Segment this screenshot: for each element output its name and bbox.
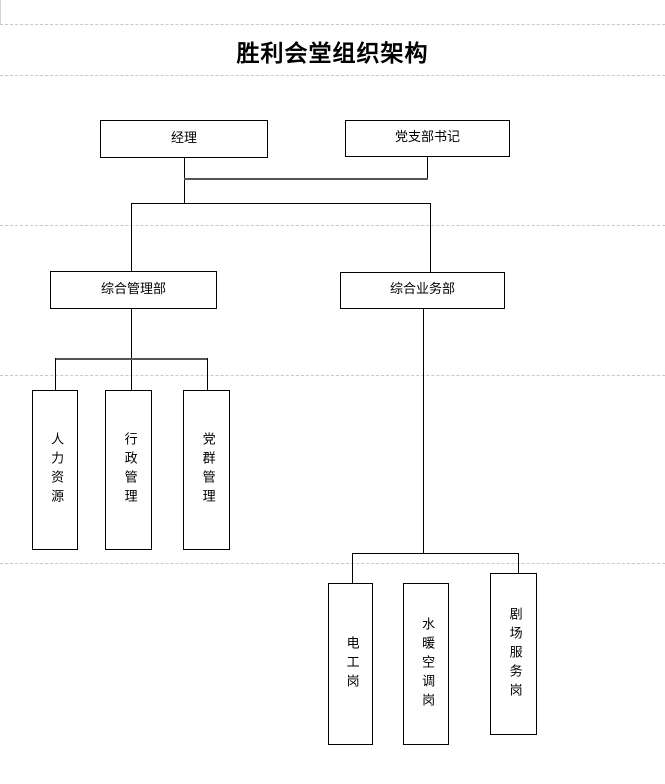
node-hvac-plumbing-post[interactable]: 水暖空调岗 — [403, 583, 449, 745]
connector-to-electrician-post — [352, 553, 353, 583]
page-guide-line — [0, 563, 665, 564]
connector-right-leaf-bus — [352, 553, 518, 554]
page-guide-line — [0, 75, 665, 76]
connector-to-general-business — [430, 203, 431, 273]
connector-level2-bus — [131, 203, 430, 204]
node-general-management[interactable]: 综合管理部 — [50, 271, 217, 309]
node-manager[interactable]: 经理 — [100, 120, 268, 158]
connector-manager-stem — [184, 158, 185, 204]
connector-to-theater-service-post — [518, 553, 519, 583]
node-general-business[interactable]: 综合业务部 — [340, 272, 505, 309]
connector-to-party-mass-management — [207, 358, 208, 390]
connector-manager-to-party-secretary — [184, 178, 428, 180]
page-guide-line — [0, 24, 665, 25]
page-margin-tick — [0, 0, 1, 24]
node-administrative-management[interactable]: 行政管理 — [105, 390, 152, 550]
page-guide-line — [0, 225, 665, 226]
node-human-resources[interactable]: 人力资源 — [32, 390, 78, 550]
connector-general-business-stem — [423, 309, 424, 554]
connector-general-management-stem — [131, 309, 132, 390]
connector-to-human-resources — [55, 358, 56, 390]
node-party-mass-management[interactable]: 党群管理 — [183, 390, 230, 550]
connector-party-secretary-stem — [427, 157, 428, 179]
connector-to-general-management — [131, 203, 132, 272]
node-electrician-post[interactable]: 电工岗 — [328, 583, 373, 745]
page-title: 胜利会堂组织架构 — [236, 40, 429, 67]
node-theater-service-post[interactable]: 剧场服务岗 — [490, 573, 537, 735]
node-party-secretary[interactable]: 党支部书记 — [345, 120, 510, 157]
connector-left-leaf-bus — [55, 358, 207, 360]
page-guide-line — [0, 375, 665, 376]
